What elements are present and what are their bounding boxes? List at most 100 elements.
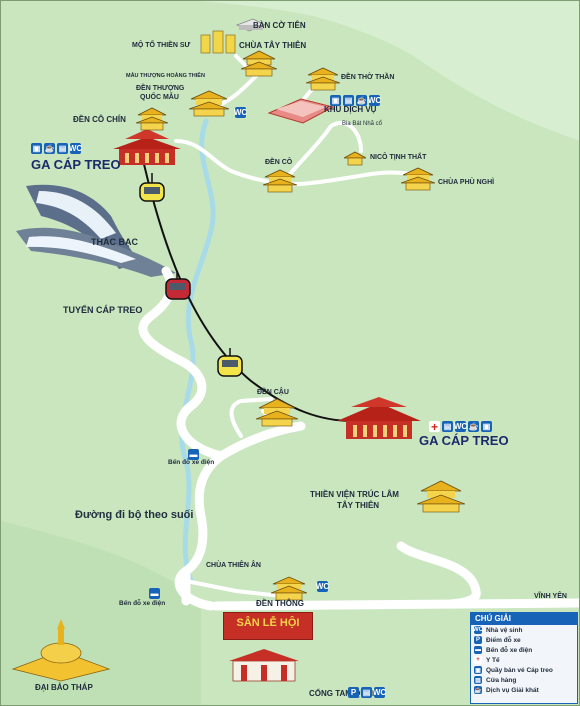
shop-icon: ▤	[343, 95, 354, 106]
top-cable-station	[113, 129, 181, 165]
temple-den-tho-than	[306, 67, 340, 91]
service-icons-cong-tam-quan: P ▤ WC	[348, 687, 386, 698]
temple-thien-vien-truc-lam	[417, 480, 465, 513]
legend-row: P Điểm đỗ xe	[471, 635, 577, 645]
walking-paths	[174, 54, 428, 598]
temple-den-thuong	[189, 90, 229, 117]
service-icons-den-thong: WC	[315, 581, 330, 592]
shop-icon: ▤	[442, 421, 453, 432]
cable-car-1	[139, 173, 165, 202]
legend-row: ▬ Bến đỗ xe điện	[471, 645, 577, 655]
temple-den-thong	[271, 576, 307, 601]
legend-label: Quầy bán vé Cáp treo	[486, 666, 553, 674]
label-den-cau: ĐỀN CẬU	[257, 389, 289, 396]
label-den-tho-than: ĐỀN THỜ THẦN	[341, 74, 395, 81]
temple-den-co-chin	[136, 107, 168, 131]
parking-icon: P	[348, 687, 359, 698]
ticket-icon: ▣	[31, 143, 42, 154]
legend-row: ☕ Dịch vụ Giải khát	[471, 685, 577, 695]
wc-icon: WC	[367, 95, 382, 106]
label-ga-cap-treo-bottom: GA CÁP TREO	[419, 433, 509, 448]
ban-co-tien-board	[236, 18, 266, 32]
label-khu-dich-vu: KHU DỊCH VỤ	[324, 105, 377, 114]
shop-icon: ▤	[57, 143, 68, 154]
legend-label: Y Tế	[486, 656, 500, 664]
shop-icon: ▤	[474, 676, 482, 684]
label-den-co: ĐỀN CÔ	[265, 159, 293, 166]
ticket-icon: ▣	[330, 95, 341, 106]
label-cong-tam-quan: CỔNG TAM QUAN	[309, 689, 378, 698]
san-le-hoi-area: SÂN LỄ HỘI	[223, 612, 313, 640]
label-chua-thien-an: CHÙA THIÊN ÂN	[206, 562, 261, 569]
wc-icon: WC	[473, 626, 483, 634]
temple-den-cau	[256, 398, 298, 427]
cafe-icon: ☕	[474, 686, 482, 694]
label-nico-tinh-that: NICÔ TỊNH THẤT	[370, 154, 427, 161]
ticket-icon: ▣	[474, 666, 482, 674]
legend-row: ▣ Quầy bán vé Cáp treo	[471, 665, 577, 675]
legend-label: Bến đỗ xe điện	[486, 646, 533, 654]
label-den-thong: ĐỀN THÔNG	[256, 599, 304, 608]
medical-icon: +	[429, 419, 440, 434]
bus-stop-icon: ▬	[149, 588, 160, 599]
label-mau-thuong-hoang-thien: MẪU THƯỢNG HOÀNG THIÊN	[126, 73, 205, 79]
temple-chua-tay-thien	[241, 50, 277, 77]
legend-label: Cửa hàng	[486, 676, 517, 684]
wc-icon: WC	[453, 421, 468, 432]
legend-title: CHÚ GIẢI	[471, 613, 577, 625]
label-den-thuong-line2: QUỐC MẪU	[140, 94, 179, 101]
label-thac-bac: THÁC BẠC	[91, 237, 138, 247]
label-dai-bao-thap: ĐẠI BẢO THÁP	[35, 683, 93, 692]
cong-tam-quan-gate	[229, 649, 299, 682]
service-icons-bottom-station: + ▤ WC ☕ ▣	[429, 419, 492, 434]
label-san-le-hoi: SÂN LỄ HỘI	[236, 617, 300, 629]
label-chua-tay-thien: CHÙA TÂY THIÊN	[239, 41, 307, 50]
label-chua-phu-nghi: CHÙA PHÙ NGHÌ	[438, 179, 495, 186]
label-duong-di-bo: Đường đi bộ theo suối	[75, 509, 194, 521]
bus-stop-icon: ▬	[474, 646, 482, 654]
cafe-icon: ☕	[468, 421, 479, 432]
legend-row: + Y Tế	[471, 655, 577, 665]
river	[179, 118, 216, 584]
cafe-icon: ☕	[356, 95, 367, 106]
thac-bac-waterfall	[16, 184, 176, 277]
legend-label: Nhà vệ sinh	[486, 626, 523, 634]
cafe-icon: ☕	[44, 143, 55, 154]
label-tuyen-cap-treo: TUYẾN CÁP TREO	[63, 305, 143, 315]
label-den-co-chin: ĐỀN CÔ CHÍN	[73, 115, 126, 124]
dai-bao-thap-stupa	[11, 619, 111, 682]
temple-nico-tinh-that	[344, 151, 366, 166]
label-ban-co-tien: BÀN CỜ TIÊN	[253, 21, 306, 30]
service-icons-bus-stop-1: ▬	[188, 449, 199, 460]
medical-icon: +	[474, 656, 482, 664]
wc-icon: WC	[68, 143, 83, 154]
roads	[138, 266, 579, 611]
bottom-cable-station	[337, 397, 421, 439]
label-thien-vien-line1: THIỀN VIỆN TRÚC LÂM	[310, 490, 399, 499]
temple-chua-phu-nghi	[401, 167, 435, 191]
parking-icon: P	[474, 636, 482, 644]
temple-den-co	[263, 169, 297, 193]
ticket-icon: ▣	[481, 421, 492, 432]
mo-to-thien-su-stupas	[200, 30, 236, 54]
shop-icon: ▤	[361, 687, 372, 698]
label-den-thuong-line1: ĐỀN THƯỢNG	[136, 85, 185, 92]
bus-stop-icon: ▬	[188, 449, 199, 460]
cable-car-3	[217, 348, 243, 377]
wc-icon: WC	[315, 581, 330, 592]
legend-label: Điểm đỗ xe	[486, 636, 521, 644]
label-vinh-yen: VĨNH YÊN	[534, 593, 567, 600]
service-icons-den-thuong: WC	[234, 107, 247, 118]
khu-dich-vu-building	[267, 98, 335, 124]
legend-label: Dịch vụ Giải khát	[486, 686, 539, 694]
service-icons-khu-dich-vu: ▣ ▤ ☕ WC	[330, 95, 382, 106]
label-ga-cap-treo-top: GA CÁP TREO	[31, 157, 121, 172]
service-icons-bus-stop-2: ▬	[149, 588, 160, 599]
label-mo-to-thien-su: MỘ TỔ THIỀN SƯ	[132, 42, 191, 49]
service-icons-top-station: ▣ ☕ ▤ WC	[31, 143, 83, 154]
label-ben-do-xe-dien-2: Bến đỗ xe điện	[119, 600, 166, 607]
